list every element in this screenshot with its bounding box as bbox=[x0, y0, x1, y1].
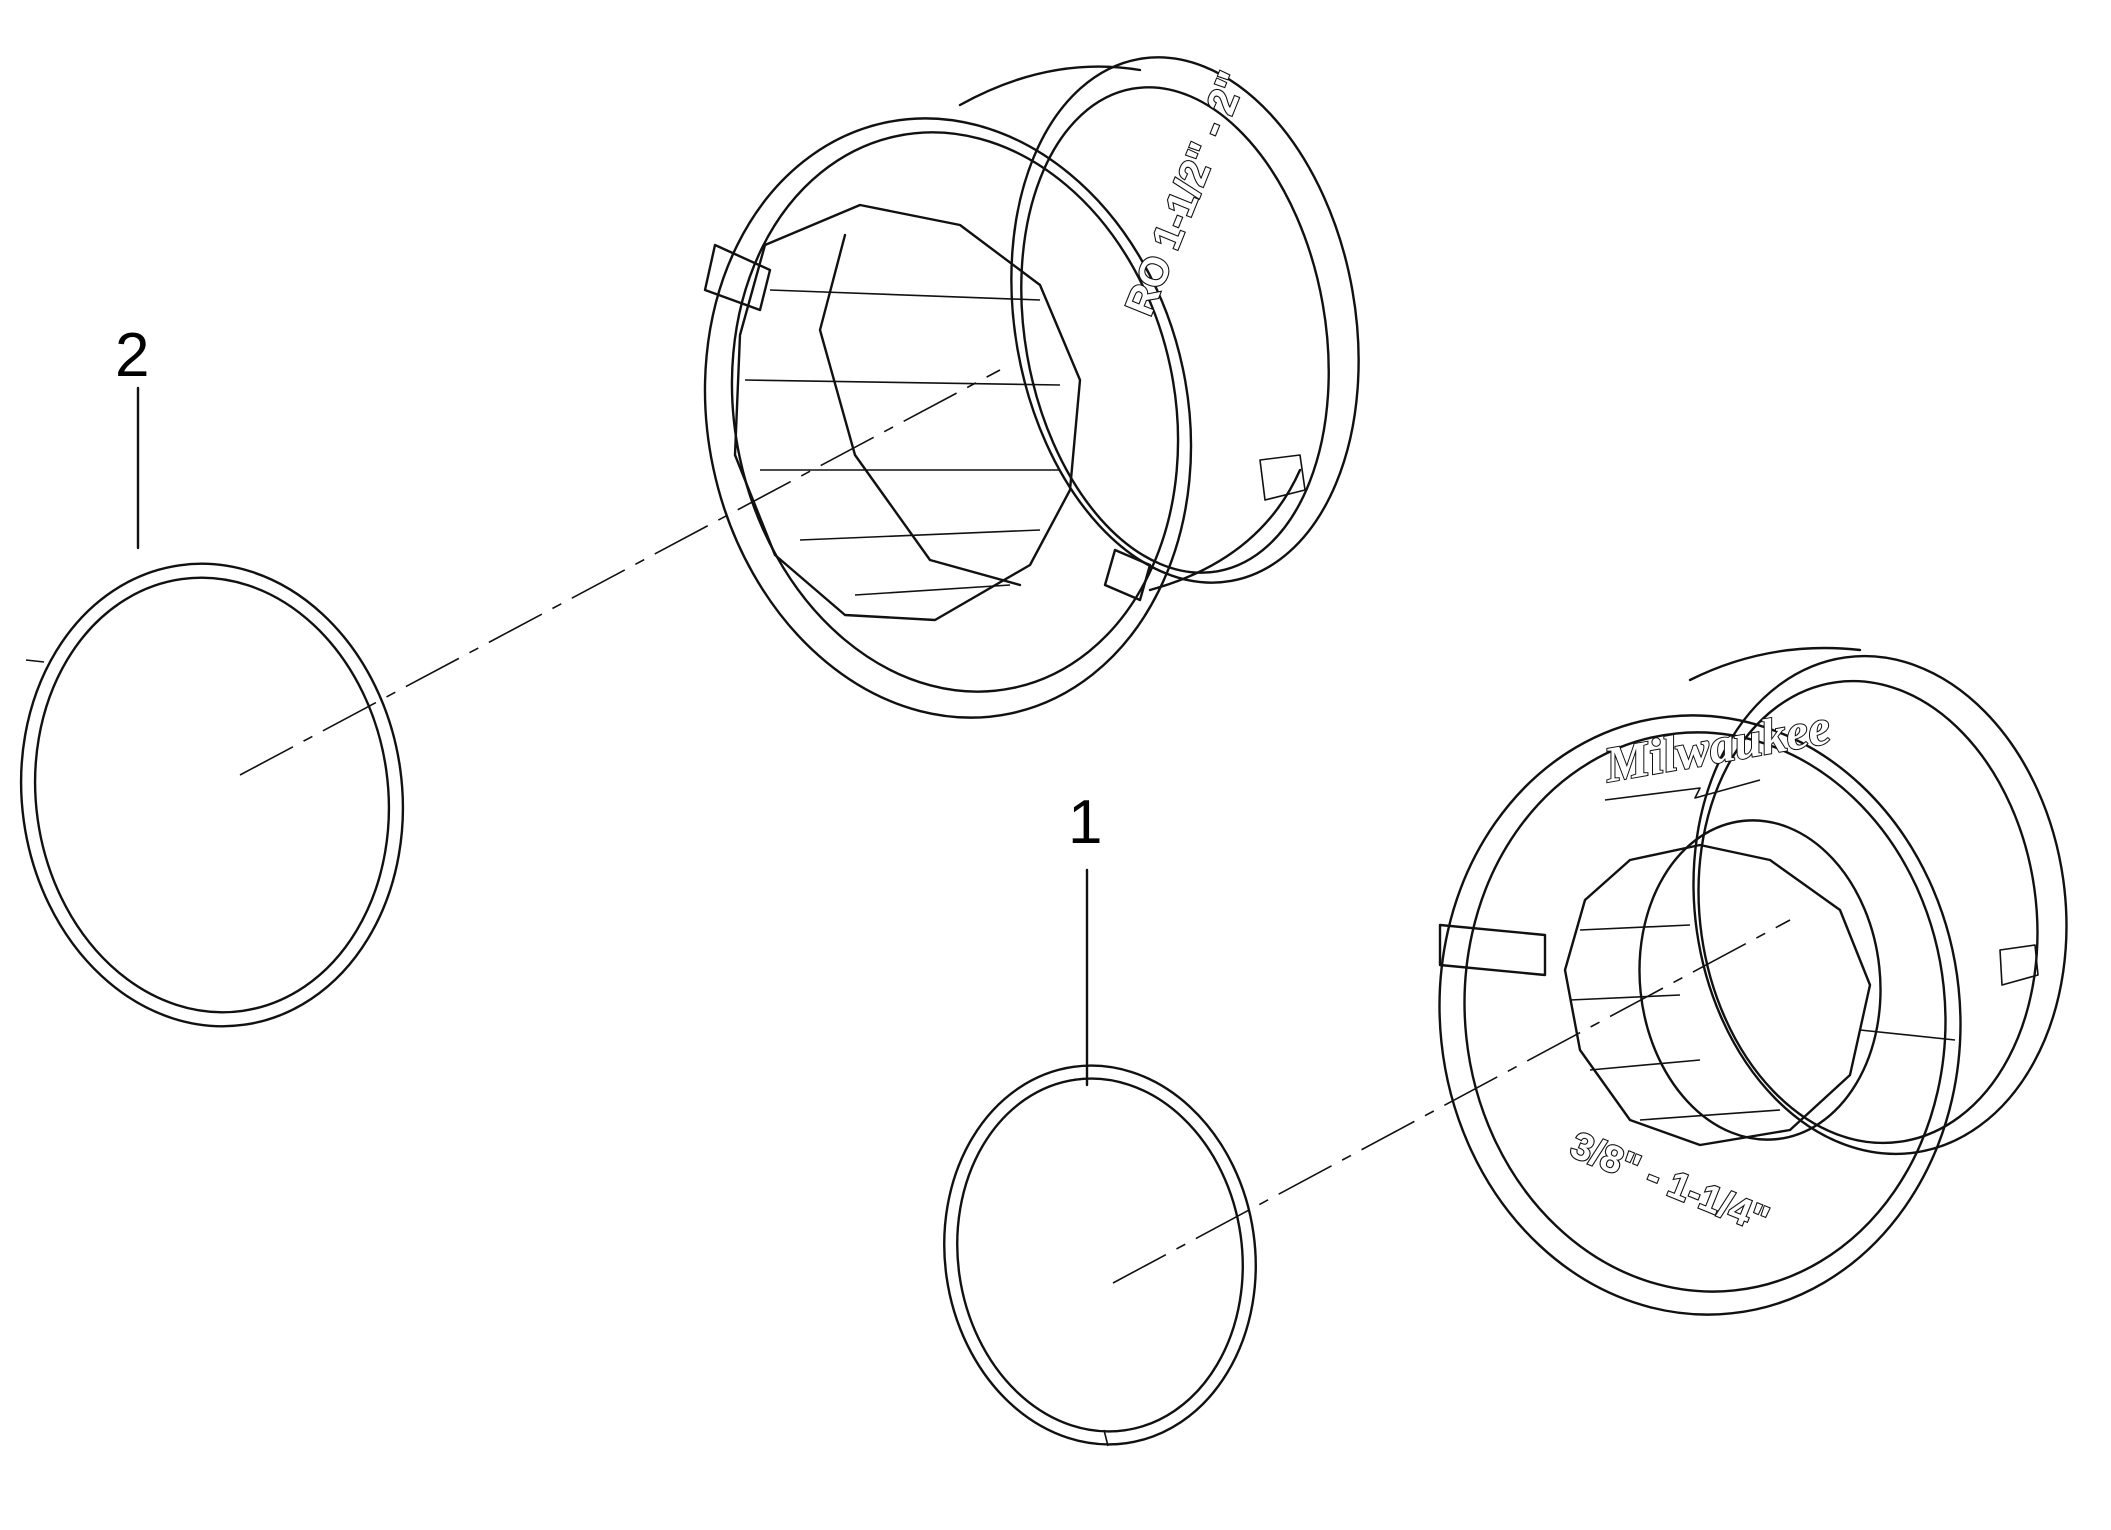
bushing-large-marking: RO 1-1/2" - 2" bbox=[1118, 66, 1255, 322]
rear-notch bbox=[1259, 454, 1306, 501]
milwaukee-logo: Milwaukee bbox=[1598, 697, 1835, 801]
callout-number-1: 1 bbox=[1068, 788, 1102, 857]
axis-line-large bbox=[239, 369, 1001, 776]
rear-notch bbox=[1999, 944, 2039, 986]
keyway-slot-left bbox=[1438, 923, 1547, 977]
retaining-ring-large bbox=[19, 562, 405, 1028]
keyway-slot-right bbox=[1103, 548, 1152, 602]
ring-split-gap bbox=[1103, 1429, 1109, 1447]
callout-number-2: 2 bbox=[115, 321, 149, 390]
bore-octagon-outer bbox=[733, 203, 1082, 622]
bushing-large: RO 1-1/2" - 2" bbox=[703, 56, 1360, 719]
retaining-ring-small bbox=[943, 1064, 1257, 1447]
bore-inner bbox=[1638, 819, 1882, 1141]
lightning-bolt-icon bbox=[1604, 779, 1761, 801]
axis-line-small bbox=[1112, 919, 1791, 1284]
ring-split-gap bbox=[25, 659, 45, 663]
keyway-slot-left bbox=[703, 243, 772, 312]
bushing-small-size-marking: 3/8" - 1-1/4" bbox=[1565, 1124, 1775, 1241]
bore-inner-edge bbox=[818, 233, 1022, 587]
bore-octagon bbox=[1563, 843, 1872, 1147]
callout-2: 2 bbox=[115, 321, 149, 550]
callout-1: 1 bbox=[1068, 788, 1102, 1087]
bushing-small: Milwaukee 3/8" - 1-1/4" bbox=[1438, 646, 2068, 1316]
brand-wordmark: Milwaukee bbox=[1599, 698, 1834, 793]
